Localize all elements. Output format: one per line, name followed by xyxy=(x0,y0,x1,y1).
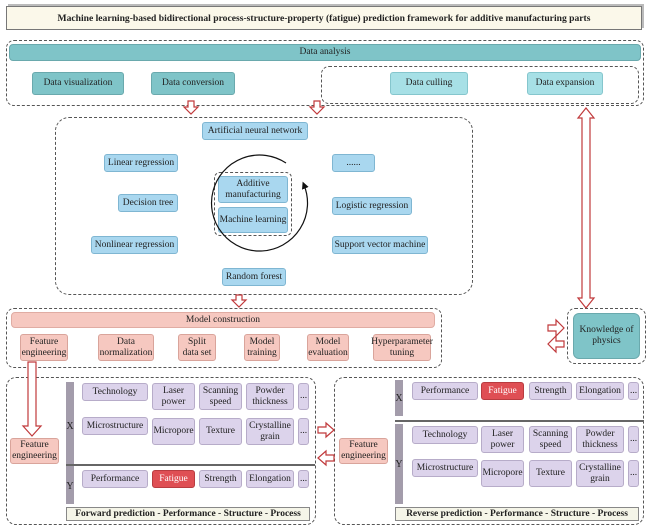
forward-feature-engineering-box: Feature engineering xyxy=(10,438,59,464)
reverse-y-laser-power: Laser power xyxy=(481,426,524,453)
decision-tree-box: Decision tree xyxy=(118,194,178,212)
step-data-normalization: Data normalization xyxy=(98,334,154,361)
step-hyperparameter-tuning: Hyperparameter tuning xyxy=(371,334,433,361)
data-culling-box: Data culling xyxy=(390,72,468,95)
linear-regression-box: Linear regression xyxy=(104,154,178,172)
knowledge-of-physics-box: Knowledge of physics xyxy=(573,313,640,359)
down-arrow-icon xyxy=(230,294,248,308)
forward-x-more-2: ... xyxy=(298,418,309,445)
forward-y-elongation: Elongation xyxy=(246,470,294,488)
left-arrow-icon xyxy=(317,449,335,467)
step-model-training: Model training xyxy=(244,334,280,361)
reverse-x-axis-label: X xyxy=(395,380,403,416)
more-methods-box: ...... xyxy=(332,154,375,172)
forward-x-more-1: ... xyxy=(298,383,309,410)
reverse-y-more-2: ... xyxy=(628,460,639,487)
data-expansion-box: Data expansion xyxy=(527,72,603,95)
data-visualization-box: Data visualization xyxy=(32,72,124,95)
ml-methods-section xyxy=(55,117,473,295)
data-conversion-box: Data conversion xyxy=(151,72,235,95)
reverse-x-strength: Strength xyxy=(529,382,572,400)
reverse-x-elongation: Elongation xyxy=(576,382,624,400)
additive-manufacturing-box: Additive manufacturing xyxy=(218,176,288,203)
reverse-x-performance: Performance xyxy=(412,382,478,400)
nonlinear-regression-box: Nonlinear regression xyxy=(91,236,178,254)
model-construction-header: Model construction xyxy=(11,312,435,328)
reverse-y-texture: Texture xyxy=(529,460,572,487)
machine-learning-box: Machine learning xyxy=(218,207,288,233)
framework-title: Machine learning-based bidirectional pro… xyxy=(6,6,642,30)
reverse-y-crystalline-grain: Crystalline grain xyxy=(576,460,624,487)
forward-x-axis-label: X xyxy=(66,382,74,471)
step-split-data-set: Split data set xyxy=(178,334,216,361)
forward-y-performance: Performance xyxy=(82,470,148,488)
reverse-y-scanning-speed: Scanning speed xyxy=(529,426,572,453)
data-processing-group xyxy=(321,66,639,104)
forward-prediction-section xyxy=(6,377,316,525)
reverse-x-fatigue: Fatigue xyxy=(481,382,524,400)
model-construction-section xyxy=(6,308,442,368)
reverse-y-technology: Technology xyxy=(412,426,478,444)
forward-y-more: ... xyxy=(298,470,309,488)
forward-x-technology: Technology xyxy=(82,383,148,401)
forward-x-micropore: Micropore xyxy=(152,418,195,445)
forward-x-crystalline-grain: Crystalline grain xyxy=(246,418,294,445)
reverse-y-axis-label: Y xyxy=(395,424,403,504)
forward-separator xyxy=(66,464,315,466)
reverse-y-micropore: Micropore xyxy=(481,460,524,487)
forward-x-texture: Texture xyxy=(199,418,242,445)
random-forest-box: Random forest xyxy=(222,268,286,286)
reverse-feature-engineering-box: Feature engineering xyxy=(339,438,388,464)
forward-y-strength: Strength xyxy=(199,470,242,488)
forward-x-powder-thickness: Powder thickness xyxy=(246,383,294,410)
forward-x-microstructure: Microstructure xyxy=(82,417,148,435)
svm-box: Support vector machine xyxy=(332,236,428,254)
forward-y-fatigue: Fatigue xyxy=(152,470,195,488)
step-model-evaluation: Model evaluation xyxy=(307,334,349,361)
reverse-y-microstructure: Microstructure xyxy=(412,459,478,477)
reverse-prediction-footer: Reverse prediction - Performance - Struc… xyxy=(395,507,639,521)
reverse-y-more-1: ... xyxy=(628,426,639,453)
forward-prediction-footer: Forward prediction - Performance - Struc… xyxy=(66,507,310,521)
ann-box: Artificial neural network xyxy=(202,122,308,140)
forward-y-axis-label: Y xyxy=(66,468,74,504)
reverse-y-powder-thickness: Powder thickness xyxy=(576,426,624,453)
logistic-regression-box: Logistic regression xyxy=(332,197,412,215)
bidirectional-arrow-icon xyxy=(576,107,596,309)
reverse-separator xyxy=(395,420,644,422)
reverse-x-more: ... xyxy=(628,382,639,400)
step-feature-engineering: Feature engineering xyxy=(20,334,68,361)
knowledge-section xyxy=(567,308,646,364)
forward-x-scanning-speed: Scanning speed xyxy=(199,383,242,410)
forward-x-laser-power: Laser power xyxy=(152,383,195,410)
data-analysis-header: Data analysis xyxy=(9,44,641,61)
right-arrow-icon xyxy=(317,421,335,439)
